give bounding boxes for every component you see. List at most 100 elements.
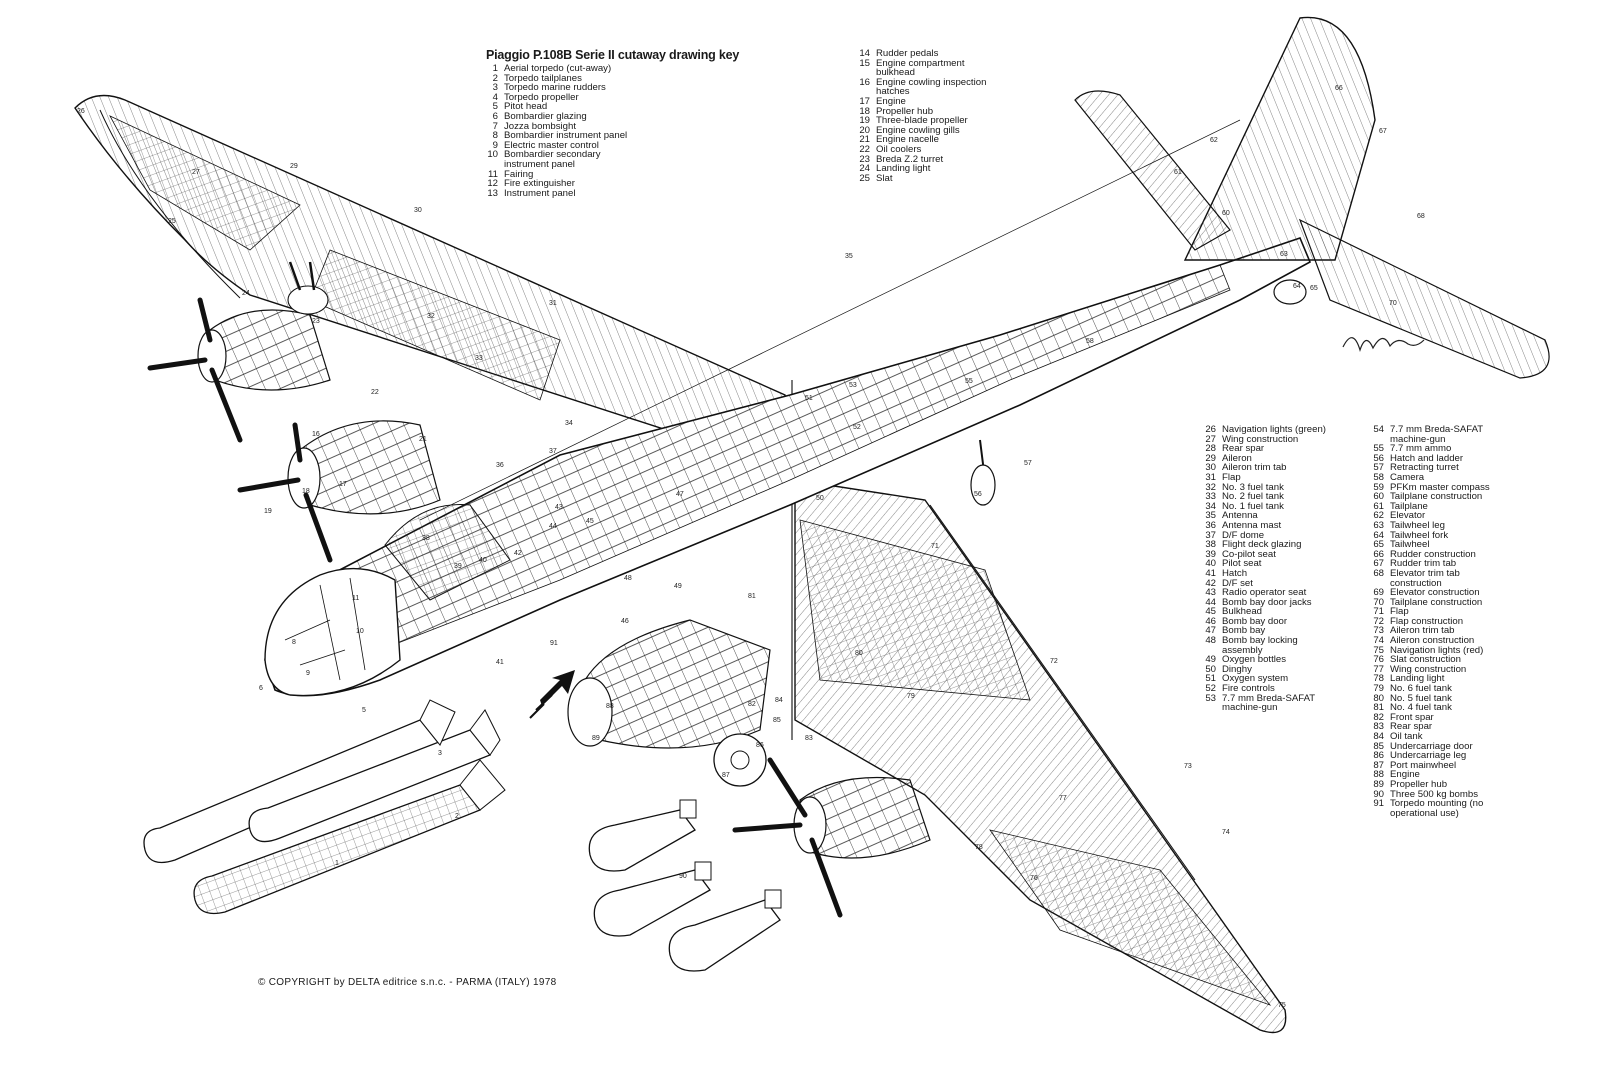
callout-number: 21 (419, 436, 427, 443)
key-item-label: Torpedo tailplanes (504, 72, 582, 84)
key-item-label: Pilot seat (1222, 558, 1262, 570)
key-item-number: 4 (492, 91, 498, 103)
key-item: 1 Aerial torpedo (cut-away) (478, 64, 638, 74)
key-item-label: Fairing (504, 168, 534, 180)
key-item-label: No. 1 fuel tank (1222, 500, 1284, 512)
callout-number: 17 (339, 481, 347, 488)
key-item-number: 16 (859, 76, 870, 88)
key-item-number: 87 (1373, 759, 1384, 771)
callout-number: 42 (514, 550, 522, 557)
key-item-label: Torpedo mounting (no operational use) (1390, 798, 1484, 819)
key-item-label: Bomb bay locking assembly (1222, 635, 1298, 656)
key-item-number: 25 (859, 172, 870, 184)
callout-number: 76 (1030, 875, 1038, 882)
callout-number: 47 (676, 491, 684, 498)
key-item-number: 61 (1373, 500, 1384, 512)
key-item-label: Elevator (1390, 510, 1426, 522)
key-item-number: 32 (1205, 481, 1216, 493)
engine-left-inner (237, 420, 441, 563)
key-item-number: 28 (1205, 443, 1216, 455)
key-item-label: 7.7 mm ammo (1390, 443, 1452, 455)
callout-number: 84 (775, 697, 783, 704)
key-item-number: 81 (1373, 702, 1384, 714)
key-item-label: Propeller hub (876, 105, 934, 117)
key-item-number: 57 (1373, 462, 1384, 474)
key-item-label: Undercarriage leg (1390, 750, 1467, 762)
nose-glazing (264, 567, 401, 697)
key-item-number: 56 (1373, 452, 1384, 464)
key-item-number: 66 (1373, 548, 1384, 560)
callout-number: 60 (1222, 210, 1230, 217)
callout-number: 80 (855, 650, 863, 657)
key-item-number: 67 (1373, 558, 1384, 570)
callout-number: 90 (679, 873, 687, 880)
engine-left-outer (147, 297, 331, 443)
key-item-label: Landing light (876, 163, 931, 175)
key-item-number: 15 (859, 57, 870, 69)
key-item-label: Aerial torpedo (cut-away) (504, 63, 612, 74)
key-item-label: Rudder trim tab (1390, 558, 1457, 570)
key-item-number: 24 (859, 163, 870, 175)
key-item: 25 Slat (850, 172, 1000, 184)
key-item-number: 55 (1373, 443, 1384, 455)
key-item-label: Wing construction (1390, 663, 1467, 675)
key-item-label: No. 6 fuel tank (1390, 683, 1452, 695)
callout-number: 85 (773, 717, 781, 724)
key-item-label: Camera (1390, 471, 1425, 483)
key-item-number: 58 (1373, 471, 1384, 483)
key-item-number: 17 (859, 95, 870, 107)
key-item-label: Torpedo marine rudders (504, 82, 606, 94)
key-item-number: 86 (1373, 750, 1384, 762)
callout-number: 44 (549, 523, 557, 530)
key-item-number: 79 (1373, 683, 1384, 695)
callout-number: 89 (592, 735, 600, 742)
key-item-label: Rear spar (1390, 721, 1433, 733)
key-item-number: 1 (492, 63, 498, 74)
flight-deck-glazing (384, 504, 511, 601)
key-item-label: Fire extinguisher (504, 178, 575, 190)
callout-number: 88 (606, 703, 614, 710)
key-item-number: 60 (1373, 491, 1384, 503)
callout-number: 86 (756, 742, 764, 749)
antenna-wire (419, 119, 1241, 521)
key-item-label: Landing light (1390, 673, 1445, 685)
callout-number: 48 (624, 575, 632, 582)
key-item: 18 Propeller hub (850, 105, 1000, 117)
key-item-label: Engine (876, 95, 906, 107)
callout-number: 9 (306, 670, 310, 677)
key-item-label: Flap (1222, 471, 1241, 483)
key-item-label: D/F set (1222, 577, 1253, 589)
key-item-label: 7.7 mm Breda-SAFAT machine-gun (1222, 692, 1315, 714)
key-item-label: Slat (876, 172, 893, 184)
callout-number: 25 (168, 218, 176, 225)
key-item-label: Bulkhead (1222, 606, 1263, 618)
callout-number: 6 (259, 685, 263, 692)
key-item-number: 44 (1205, 596, 1216, 608)
key-item-number: 18 (859, 105, 870, 117)
key-item: 79 No. 6 fuel tank (1364, 684, 1514, 694)
key-item-number: 2 (492, 72, 498, 84)
callout-number: 46 (621, 618, 629, 625)
callout-number: 58 (1086, 338, 1094, 345)
